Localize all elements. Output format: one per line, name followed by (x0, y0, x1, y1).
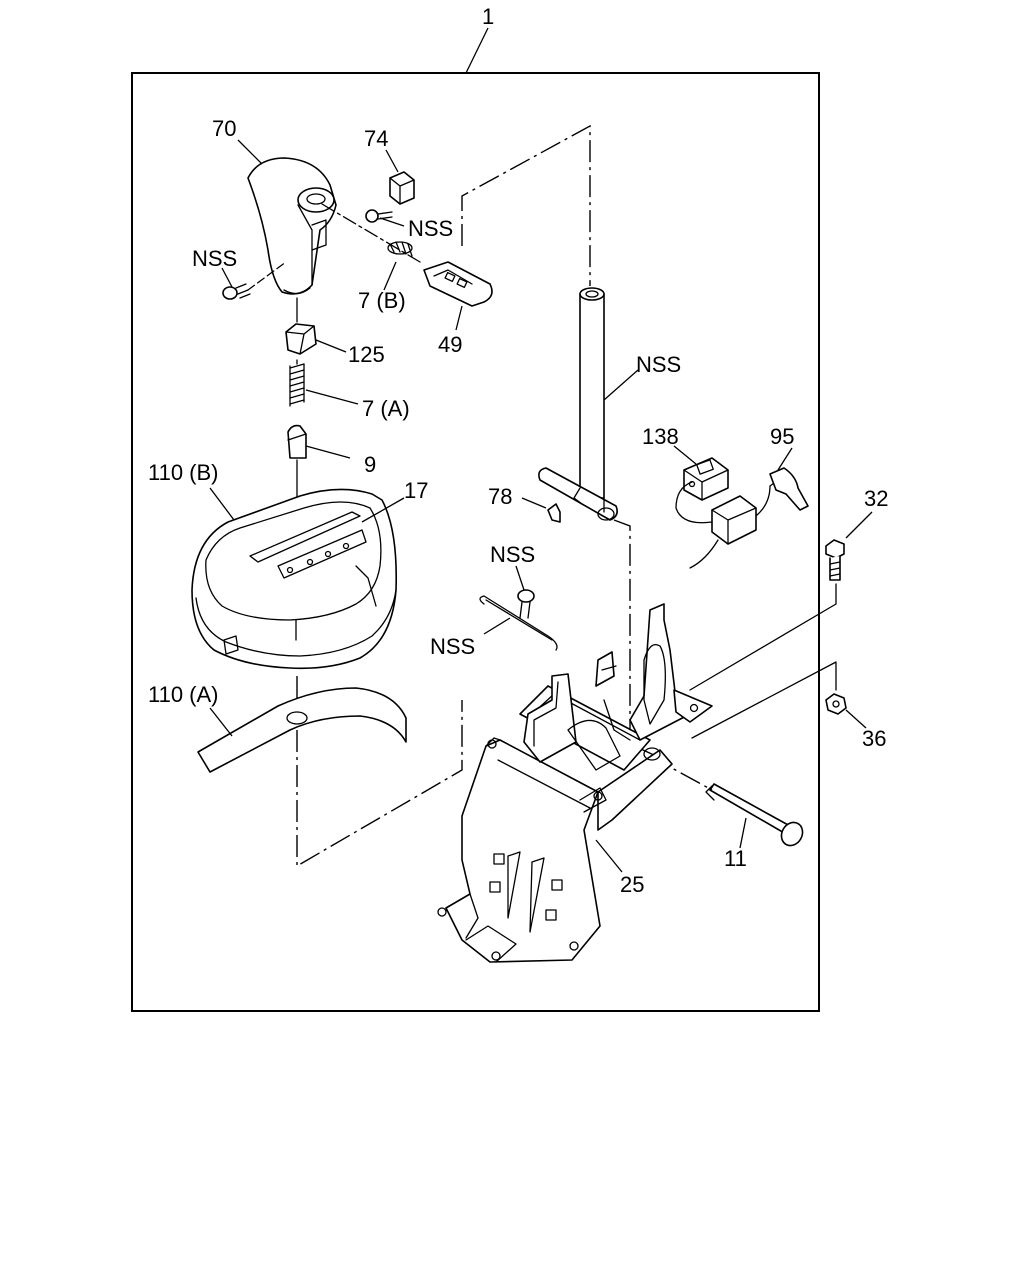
connector-95 (675, 467, 809, 569)
clip-78 (547, 503, 561, 523)
spring-7a (289, 363, 305, 407)
assembly-leader (465, 27, 489, 74)
assembly-label: 1 (482, 4, 494, 29)
console-cover (191, 488, 398, 670)
bolt-11-label: 11 (724, 846, 747, 871)
nut-36-axis (691, 661, 837, 739)
spring-7b-label: 7 (B) (358, 288, 406, 313)
bolt-11-leader (739, 817, 747, 849)
nut-36-label: 36 (862, 726, 886, 751)
wire-nss-label: NSS (430, 634, 475, 659)
button-49 (423, 261, 493, 307)
knob-label: 70 (212, 116, 236, 141)
bolt-32 (825, 539, 845, 581)
base-bracket (437, 603, 713, 963)
bolt-11 (705, 783, 804, 847)
bushing-125 (285, 323, 317, 355)
bulb-nss-leader (515, 565, 525, 591)
bolt-32-label: 32 (864, 486, 888, 511)
assembly-path-top (461, 124, 591, 286)
assembly-frame (131, 72, 820, 1012)
bushing-125-label: 125 (348, 342, 385, 367)
spring-7a-label: 7 (A) (362, 396, 410, 421)
clip-78-label: 78 (488, 484, 512, 509)
lever-nss-label: NSS (636, 352, 681, 377)
plate-110a-label: 110 (A) (148, 682, 219, 707)
indicator-17-leader (361, 497, 405, 523)
shift-knob (247, 157, 337, 295)
spring-7a-leader (305, 389, 359, 405)
bolt-32-axis (689, 583, 837, 691)
button-49-label: 49 (438, 332, 462, 357)
spring-7b (387, 241, 413, 257)
lever-axis (613, 519, 657, 757)
assembly-path-left (296, 700, 463, 868)
lever-nss-leader (603, 369, 639, 401)
nut-36-leader (845, 709, 867, 729)
pin-9 (287, 424, 307, 459)
bracket-138 (683, 457, 729, 501)
bolt-32-leader (845, 511, 873, 539)
button-49-leader (455, 305, 463, 331)
base-bracket-leader (595, 839, 623, 873)
bushing-125-leader (315, 339, 347, 353)
bulb-socket (517, 589, 535, 619)
bulb-nss-label: NSS (490, 542, 535, 567)
clip-74-label: 74 (364, 126, 388, 151)
screw-nss-top-label: NSS (408, 216, 453, 241)
screw-nss-top-leader (379, 217, 405, 227)
bracket-138-leader (673, 445, 697, 465)
pin-9-label: 9 (364, 452, 376, 477)
connector-95-leader (777, 447, 793, 471)
bracket-138-label: 138 (642, 424, 679, 449)
connector-95-label: 95 (770, 424, 794, 449)
cover-110b-leader (209, 487, 235, 521)
knob-leader (237, 139, 263, 165)
screw-left-axis (247, 261, 287, 291)
screw-nss-left-leader (221, 267, 233, 288)
screw-nss-left-label: NSS (192, 246, 237, 271)
base-bracket-label: 25 (620, 872, 644, 897)
spring-7b-leader (383, 261, 397, 291)
clip-78-leader (521, 497, 547, 509)
wire-nss-leader (483, 617, 511, 635)
pin-9-leader (305, 445, 351, 459)
shift-lever-rod (538, 287, 618, 521)
nut-36 (825, 693, 847, 715)
screw-nss-left (222, 283, 251, 300)
plate-110a-leader (209, 707, 233, 737)
indicator-17-label: 17 (404, 478, 428, 503)
bulb-wire (479, 595, 558, 651)
knob-axis-line (321, 203, 421, 263)
clip-74 (389, 171, 415, 205)
cover-110b-label: 110 (B) (148, 460, 219, 485)
plate-110a (197, 687, 407, 773)
clip-74-leader (385, 149, 399, 173)
